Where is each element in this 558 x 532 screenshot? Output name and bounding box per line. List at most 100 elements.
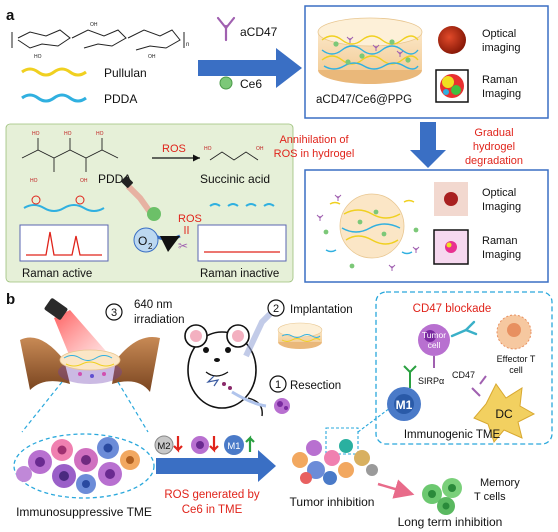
raman-label-top-1: Raman <box>482 74 517 86</box>
tumor-cell-cluster <box>16 437 140 494</box>
succinic-acid-structure: HO OH <box>204 146 264 161</box>
svg-text:HO: HO <box>96 131 104 137</box>
m1-badge: M1 <box>224 435 244 455</box>
panel-a-label: a <box>6 7 15 24</box>
immunogenic-box <box>375 291 553 445</box>
resection-label: Resection <box>290 380 341 392</box>
zoom-line-left <box>21 381 63 433</box>
o2-bubble <box>133 227 159 253</box>
pullulan-line-icon <box>21 67 87 77</box>
m2-down-arrow <box>173 436 183 453</box>
raman-image-top <box>435 69 469 103</box>
ros-generated-line-2: Ce6 in TME <box>182 504 243 516</box>
raman-spectrum-active <box>19 224 109 262</box>
tumor-site-skin <box>20 336 160 392</box>
ce6-dot-icon <box>219 76 233 90</box>
laser-icon <box>44 298 112 362</box>
cd47-receptor-icon <box>433 356 487 397</box>
memory-line-1: Memory <box>480 477 520 489</box>
memory-t-cells <box>422 478 462 515</box>
m1-up-arrow <box>245 435 255 452</box>
long-term-label: Long term inhibition <box>398 515 503 529</box>
svg-text:HO: HO <box>64 131 72 137</box>
m2-badge: M2 <box>154 435 174 455</box>
tumor-inhibition-label: Tumor inhibition <box>290 495 375 509</box>
raman-active-label: Raman active <box>22 268 92 280</box>
cd47-blockade-label: CD47 blockade <box>413 303 492 315</box>
raman-spectrum-inactive <box>197 224 287 262</box>
ce6-label: Ce6 <box>240 77 262 91</box>
ros-generated-line-1: ROS generated by <box>164 489 260 501</box>
effector-t-cell-icon <box>496 314 532 350</box>
tumor-cell-icon <box>418 324 450 356</box>
immunogenic-tme-label: Immunogenic TME <box>404 429 501 441</box>
polysaccharide-structure: HO OH OH n <box>11 22 189 60</box>
pdda-bond-icons <box>23 195 105 212</box>
succinic-acid-label: Succinic acid <box>200 172 270 186</box>
o2-label: O <box>138 234 147 248</box>
svg-text:HO: HO <box>204 146 212 152</box>
zoom-line-right <box>117 381 149 433</box>
m1-badge-label: M1 <box>227 441 240 452</box>
raman-label-bottom-1: Raman <box>482 235 517 247</box>
ros-generated-label: ROS <box>178 213 202 225</box>
annihilation-line-1: Annihilation of <box>279 134 349 146</box>
optical-label-top-2: imaging <box>482 42 521 54</box>
resected-tumor-icon <box>274 398 290 414</box>
raman-label-top-2: Imaging <box>482 88 521 100</box>
pdda-structure: HO HO HO HO OH <box>21 131 119 184</box>
m1-macrophage-icon <box>387 387 421 421</box>
effector-line-1: Effector T <box>497 354 536 364</box>
raman-image-bottom <box>433 229 469 265</box>
svg-text:HO: HO <box>30 178 38 184</box>
fragment-icons <box>209 203 275 207</box>
m2-label: M2 <box>157 441 170 452</box>
implantation-needle <box>243 307 277 358</box>
tumor-cell-line-1: Tumor <box>422 330 446 340</box>
pdda-label: PDDA <box>104 92 137 106</box>
step1-number: 1 <box>275 379 281 391</box>
mouse-icon <box>184 324 263 417</box>
inhibited-tumor-cluster <box>292 439 378 485</box>
tumor-down-arrow <box>209 436 219 453</box>
implant-hydrogel-disk <box>277 322 323 349</box>
degradation-line-2: hydrogel <box>473 141 515 153</box>
antibody-label: aCD47 <box>240 25 278 39</box>
m1-label: M1 <box>396 398 413 412</box>
degradation-arrow <box>410 122 446 168</box>
hydrogel-label: aCD47/Ce6@PPG <box>316 94 412 106</box>
sirpa-label: SIRPα <box>418 376 444 386</box>
dc-label: DC <box>495 407 513 421</box>
implantation-label: Implantation <box>290 304 353 316</box>
svg-text:OH: OH <box>80 178 88 184</box>
treatment-arrow <box>156 450 276 482</box>
step3-badge: 3 <box>105 303 123 321</box>
optical-image-bottom <box>434 182 468 216</box>
degradation-line-3: degradation <box>465 155 523 167</box>
sirpa-receptor-icon <box>403 365 417 388</box>
resection-arrow <box>231 390 267 408</box>
raman-inactive-label: Raman inactive <box>200 268 279 280</box>
svg-text:OH: OH <box>256 146 264 152</box>
memory-arrow <box>377 479 415 499</box>
immunosuppressive-cluster-border <box>13 433 155 499</box>
svg-text:OH: OH <box>148 54 156 60</box>
binding-antibody-icon <box>450 320 478 338</box>
degradation-line-1: Gradual <box>474 127 513 139</box>
degraded-hydrogel-sphere <box>316 193 420 271</box>
dendritic-cell-icon <box>473 383 536 444</box>
svg-text:n: n <box>186 42 189 48</box>
raman-label-bottom-2: Imaging <box>482 249 521 261</box>
assembly-arrow <box>198 48 302 88</box>
antibody-icon <box>216 16 236 42</box>
step1-badge: 1 <box>269 375 287 393</box>
step3-number: 3 <box>111 307 117 319</box>
step2-badge: 2 <box>267 299 285 317</box>
tumor-cell-line-2: cell <box>428 340 441 350</box>
light-icon <box>121 176 161 221</box>
immunosuppressive-label: Immunosuppressive TME <box>16 505 152 519</box>
irradiation-line-1: 640 nm <box>134 299 172 311</box>
irradiation-line-2: irradiation <box>134 314 185 326</box>
zoom-line-inhibition <box>357 407 391 433</box>
